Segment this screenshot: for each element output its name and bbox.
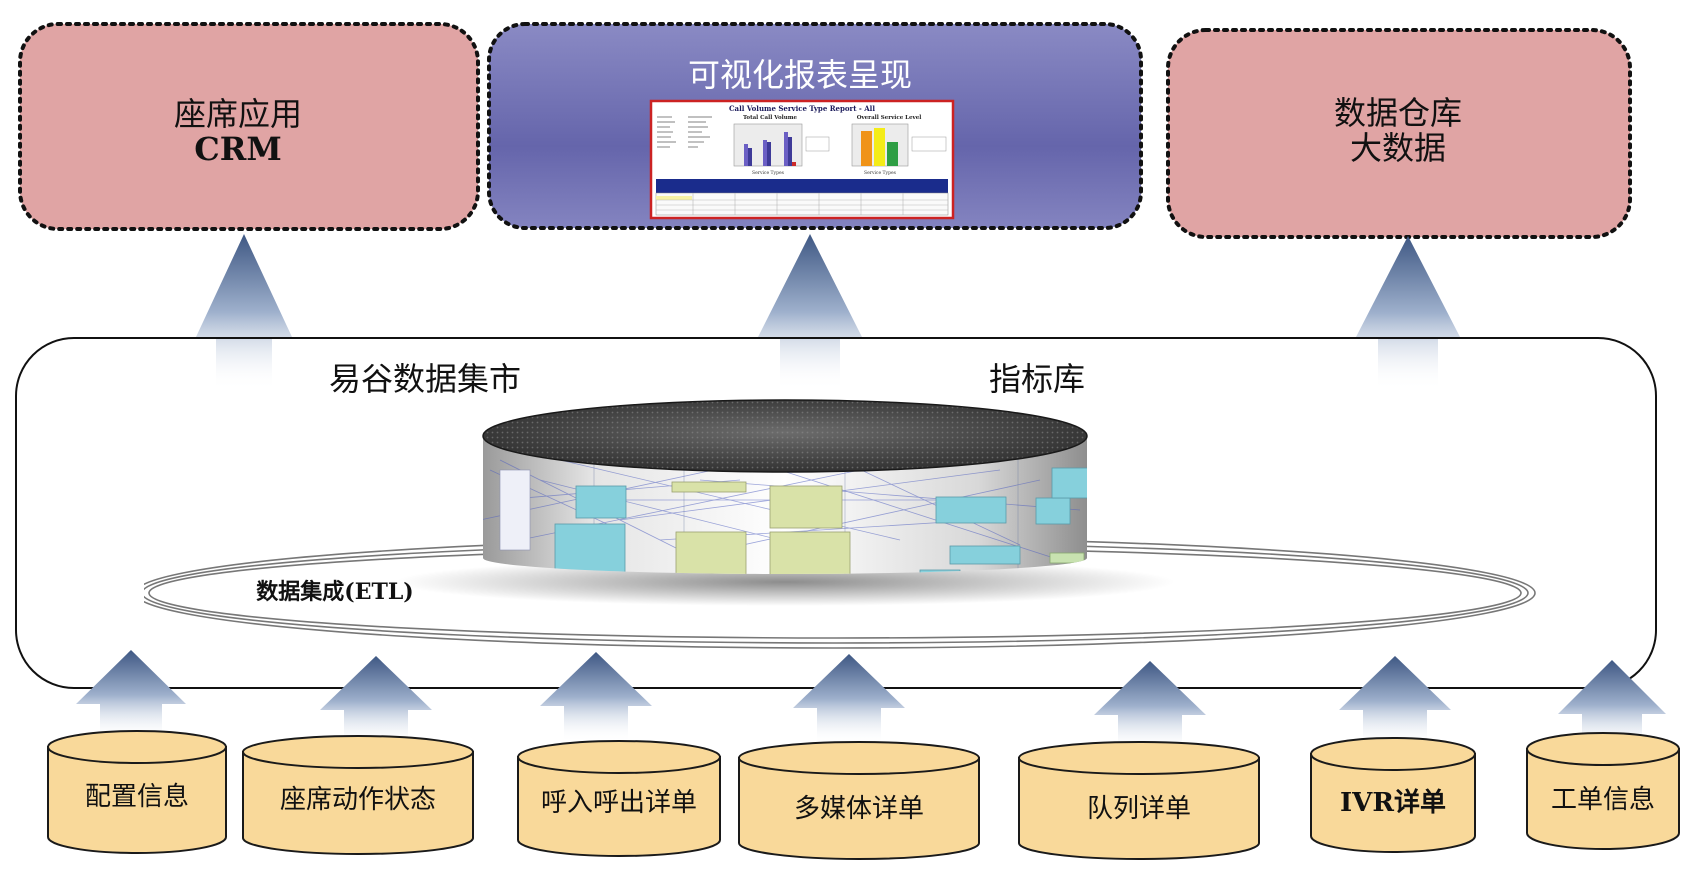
data-mart-label: 易谷数据集市: [329, 360, 521, 398]
source-cylinder-multimedia: 多媒体详单: [738, 741, 980, 860]
up-arrow-source-3: [540, 652, 652, 742]
data-warehouse-box: 数据仓库 大数据: [1166, 28, 1632, 239]
source-cylinder-queue: 队列详单: [1018, 741, 1260, 860]
up-arrow-source-1: [76, 650, 186, 740]
crm-box: 座席应用 CRM: [18, 22, 480, 231]
source-cylinder-work-order: 工单信息: [1526, 732, 1680, 850]
source-label-queue: 队列详单: [1087, 794, 1191, 824]
source-cylinder-call-records: 呼入呼出详单: [517, 740, 721, 857]
source-label-config: 配置信息: [85, 782, 189, 812]
up-arrow-source-2: [320, 656, 432, 746]
upward-arrows-bottom: [76, 650, 1666, 751]
indicator-library-label: 指标库: [989, 360, 1085, 398]
source-label-work-order: 工单信息: [1551, 785, 1655, 815]
report-chart1-axis-label: Service Types: [752, 170, 785, 176]
report-thumbnail: Call Volume Service Type Report - All To…: [649, 99, 955, 220]
etl-label: 数据集成(ETL): [256, 579, 413, 605]
up-arrow-source-7: [1558, 660, 1666, 750]
source-label-ivr: IVR详单: [1340, 787, 1446, 818]
up-arrow-source-4: [793, 654, 905, 744]
report-chart2-axis-label: Service Types: [864, 170, 897, 176]
data-warehouse-line1: 数据仓库: [1334, 94, 1462, 132]
source-cylinder-agent-status: 座席动作状态: [242, 735, 474, 855]
data-mart-drum: [395, 399, 1175, 606]
source-label-call-records: 呼入呼出详单: [541, 788, 697, 818]
source-cylinder-ivr: IVR详单: [1310, 737, 1476, 853]
crm-box-line2: CRM: [194, 130, 281, 168]
report-box-title: 可视化报表呈现: [688, 56, 912, 94]
report-chart1-title: Total Call Volume: [743, 115, 798, 121]
source-cylinder-config: 配置信息: [47, 730, 227, 854]
report-meta-lines: [657, 116, 712, 148]
report-chart2-bars: [861, 128, 898, 166]
report-box: 可视化报表呈现 Call Volume Service Type Report …: [487, 22, 1143, 230]
source-label-agent-status: 座席动作状态: [280, 785, 436, 815]
up-arrow-source-5: [1094, 661, 1206, 751]
upward-arrows-top: [196, 234, 1460, 390]
up-arrow-1: [196, 234, 292, 390]
crm-box-line1: 座席应用: [174, 95, 302, 133]
report-table: [655, 179, 949, 216]
source-label-multimedia: 多媒体详单: [794, 794, 924, 824]
schema-diagram-texture: [483, 455, 1087, 574]
source-cylinders: 配置信息 座席动作状态 呼入呼出详单 多媒体详单 队列详单 IVR详单: [47, 730, 1680, 860]
report-chart2-title: Overall Service Level: [857, 115, 922, 121]
report-chart1-bars: [744, 132, 796, 166]
up-arrow-source-6: [1339, 656, 1451, 746]
up-arrow-2: [758, 234, 862, 390]
data-warehouse-line2: 大数据: [1350, 129, 1446, 167]
up-arrow-3: [1356, 236, 1460, 390]
report-thumbnail-title: Call Volume Service Type Report - All: [729, 104, 875, 113]
